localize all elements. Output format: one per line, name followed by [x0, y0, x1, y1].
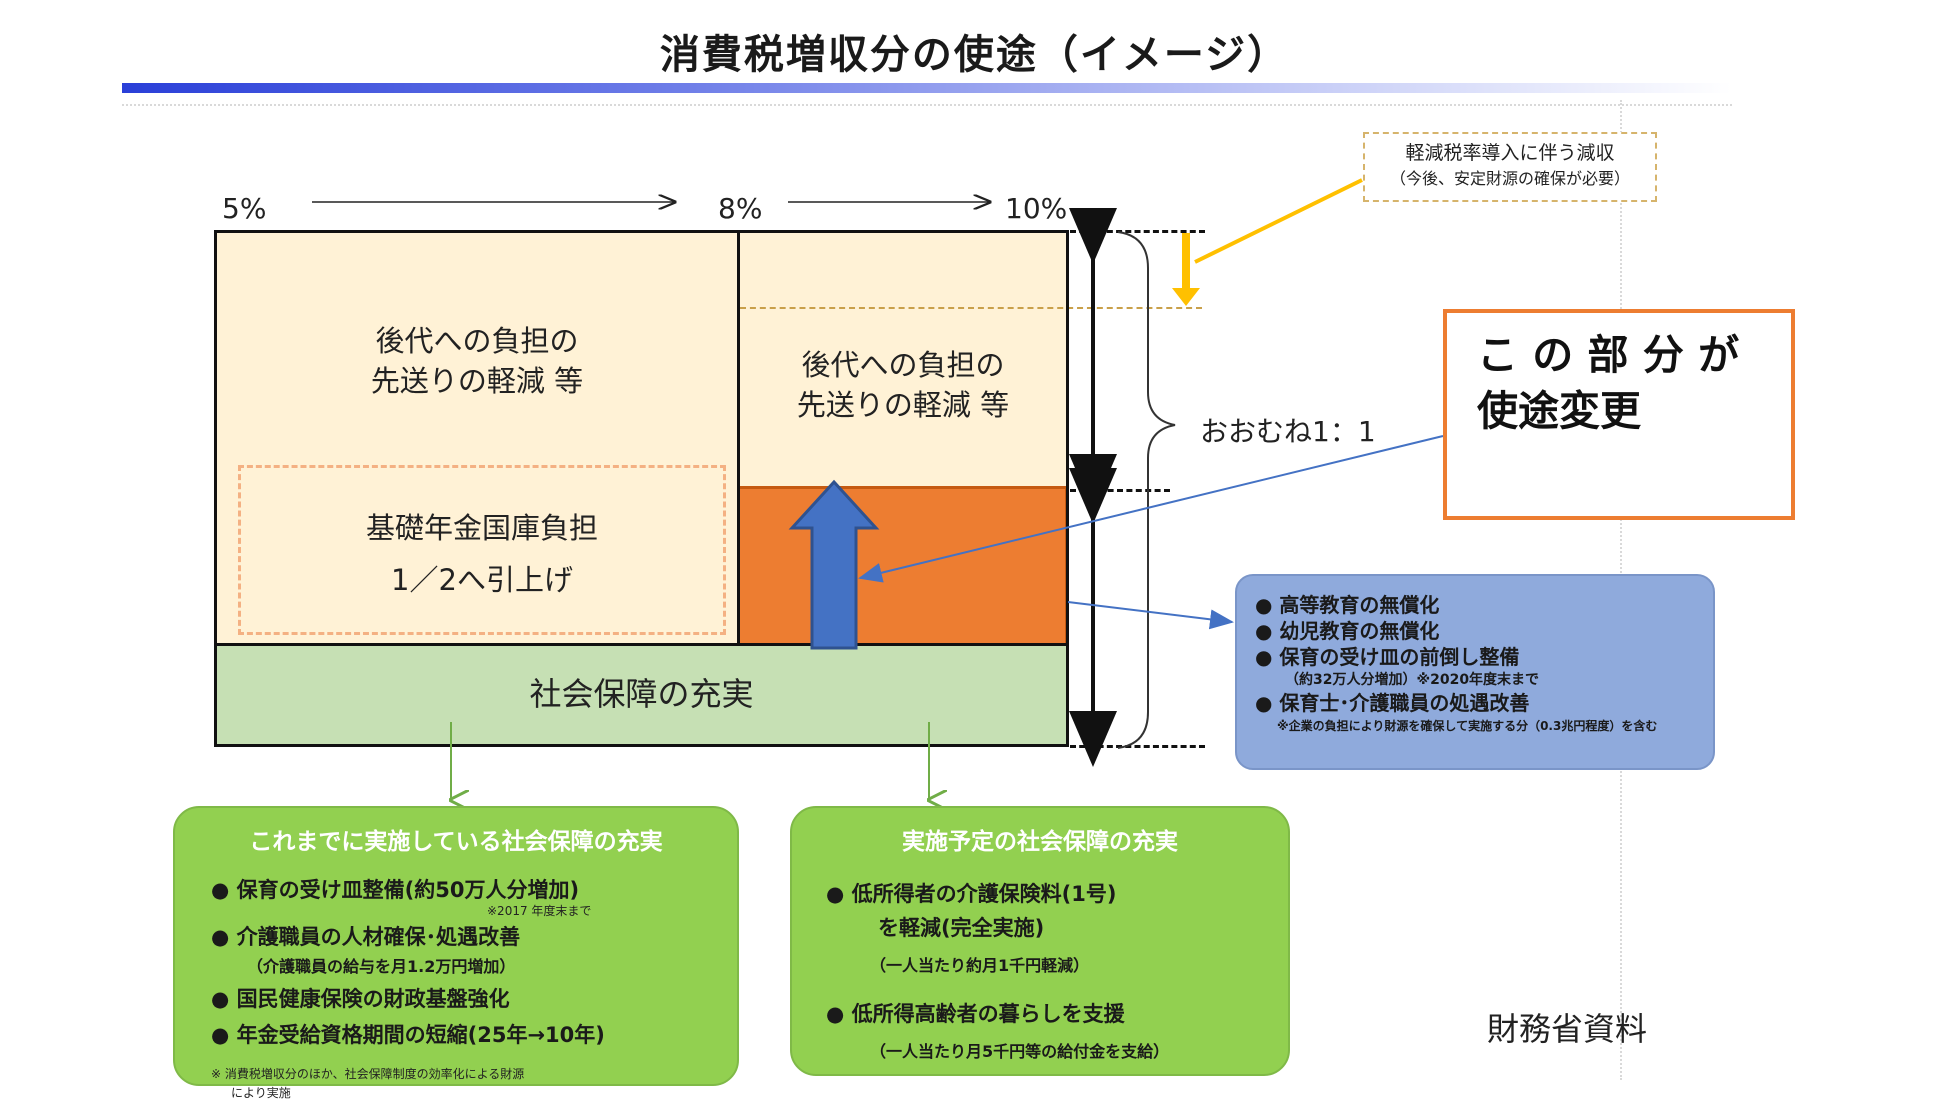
callout-line1: こ の 部 分 が [1477, 331, 1740, 379]
reduced-rate-down-arrow-head [1172, 288, 1200, 306]
reduced-rate-note: 軽減税率導入に伴う減収 （今後、安定財源の確保が必要） [1363, 132, 1657, 202]
pension-line1: 基礎年金国庫負担 [365, 511, 598, 545]
right-burden-line2: 先送りの軽減 等 [796, 388, 1010, 422]
list-item: ● 介護職員の人材確保･処遇改善 [211, 925, 521, 949]
callout-line2: 使途変更 [1477, 387, 1641, 435]
list-item-cont: を軽減(完全実施) [878, 916, 1045, 940]
usage-change-callout: こ の 部 分 が 使途変更 [1443, 309, 1795, 520]
mid-level-marker [1070, 489, 1170, 492]
list-item: ● 幼児教育の無償化 [1255, 619, 1440, 643]
list-item: ● 保育士･介護職員の処遇改善 [1255, 691, 1530, 715]
ratio-label: おおむね1：1 [1200, 415, 1376, 448]
rate-5-label: 5% [222, 192, 267, 225]
social-security-label: 社会保障の充実 [529, 675, 754, 713]
page-title: 消費税増収分の使途（イメージ） [659, 32, 1290, 78]
list-item: ● 高等教育の無償化 [1255, 593, 1440, 617]
list-item: ● 年金受給資格期間の短縮(25年→10年) [211, 1023, 605, 1047]
top-level-marker [1070, 230, 1205, 233]
footnote-line1: ※ 消費税増収分のほか、社会保障制度の効率化による財源 [211, 1067, 525, 1081]
rate-8-label: 8% [718, 192, 763, 225]
planned-measures-box: 実施予定の社会保障の充実 ● 低所得者の介護保険料(1号) を軽減(完全実施) … [790, 806, 1290, 1076]
list-item-sub: （一人当たり月5千円等の給付金を支給） [870, 1042, 1170, 1061]
reduced-rate-line [740, 307, 1202, 309]
main-diagram-frame [214, 230, 1069, 747]
footnote-line2: により実施 [231, 1086, 291, 1100]
divider-social-security [217, 643, 1066, 646]
list-item-sub: （一人当たり約月1千円軽減） [870, 956, 1090, 975]
implemented-title: これまでに実施している社会保障の充実 [249, 829, 663, 855]
reduced-rate-note-line2: （今後、安定財源の確保が必要） [1389, 169, 1630, 188]
list-item-sub: （約32万人分増加）※2020年度末まで [1285, 672, 1540, 688]
dotted-divider [122, 104, 1732, 106]
social-security-bar [217, 646, 1066, 744]
up-arrow-icon [788, 479, 880, 650]
right-burden-text: 後代への負担の 先送りの軽減 等 [740, 345, 1066, 425]
callout-pointer [858, 435, 1444, 583]
pension-text: 基礎年金国庫負担 1／2へ引上げ [238, 502, 726, 606]
planned-title: 実施予定の社会保障の充実 [902, 829, 1178, 855]
list-item: ● 保育の受け皿整備(約50万人分増加) [211, 878, 580, 902]
left-burden-line1: 後代への負担の [375, 324, 579, 358]
source-label: 財務省資料 [1487, 1010, 1648, 1048]
usage-change-list: ● 高等教育の無償化 ● 幼児教育の無償化 ● 保育の受け皿の前倒し整備 （約3… [1235, 574, 1715, 770]
list-item: ● 国民健康保険の財政基盤強化 [211, 987, 510, 1011]
reduced-rate-note-line1: 軽減税率導入に伴う減収 [1405, 142, 1615, 164]
divider-8pct [737, 233, 740, 643]
left-burden-text: 後代への負担の 先送りの軽減 等 [217, 321, 737, 401]
left-upper-cell [217, 233, 737, 643]
implemented-measures-box: これまでに実施している社会保障の充実 ● 保育の受け皿整備(約50万人分増加) … [173, 806, 739, 1100]
list-item: ● 保育の受け皿の前倒し整備 [1255, 645, 1520, 669]
bottom-level-marker [1070, 745, 1205, 748]
title-underline [122, 83, 1732, 93]
pension-line2: 1／2へ引上げ [391, 563, 573, 597]
left-burden-line2: 先送りの軽減 等 [370, 364, 584, 398]
rate-10-label: 10% [1005, 192, 1068, 225]
usage-change-pointer [1067, 601, 1234, 630]
list-item-sub: （介護職員の給与を月1.2万円増加） [247, 957, 516, 976]
list-item-note: ※企業の負担により財源を確保して実施する分（0.3兆円程度）を含む [1277, 719, 1658, 733]
list-item-note: ※2017 年度末まで [487, 904, 592, 918]
pension-dashed-box [238, 465, 726, 635]
reduced-rate-pointer [1194, 178, 1363, 264]
list-item: ● 低所得者の介護保険料(1号) [826, 882, 1117, 906]
list-item: ● 低所得高齢者の暮らしを支援 [826, 1002, 1125, 1026]
ratio-brace [1117, 231, 1176, 749]
right-burden-line1: 後代への負担の [801, 348, 1005, 382]
